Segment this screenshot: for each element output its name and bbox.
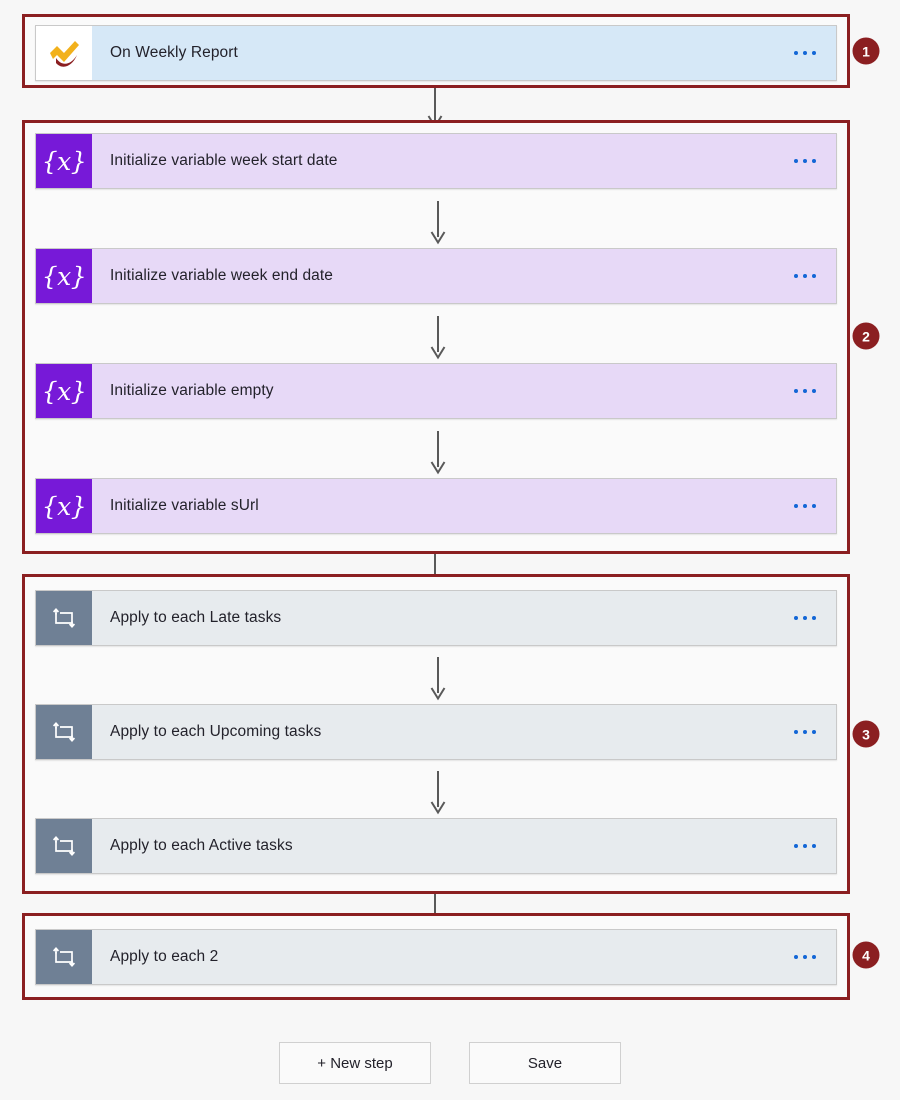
variable-braces-x-icon: {x} <box>36 364 92 418</box>
flow-card-apply-to-each-2[interactable]: Apply to each 2 <box>35 929 837 985</box>
loop-repeat-icon <box>36 930 92 984</box>
step-badge-4: 4 <box>852 941 880 969</box>
card-body: Initialize variable week end date <box>92 249 836 303</box>
variable-braces-x-icon: {x} <box>36 134 92 188</box>
new-step-button[interactable]: + New step <box>279 1042 431 1084</box>
more-commands-icon[interactable] <box>790 610 820 626</box>
more-commands-icon[interactable] <box>790 153 820 169</box>
variable-braces-x-icon: {x} <box>36 479 92 533</box>
card-title: Apply to each 2 <box>110 948 219 965</box>
connector-arrow-3 <box>430 316 446 360</box>
more-commands-icon[interactable] <box>790 383 820 399</box>
connector-arrow-7 <box>430 771 446 815</box>
flow-card-initialize-week-start-date[interactable]: {x} Initialize variable week start date <box>35 133 837 189</box>
flow-card-initialize-surl[interactable]: {x} Initialize variable sUrl <box>35 478 837 534</box>
save-button[interactable]: Save <box>469 1042 621 1084</box>
card-title: On Weekly Report <box>110 44 238 61</box>
flow-card-apply-to-each-active-tasks[interactable]: Apply to each Active tasks <box>35 818 837 874</box>
annotation-group-2: {x} Initialize variable week start date <box>22 120 850 554</box>
more-commands-icon[interactable] <box>790 498 820 514</box>
card-body: Initialize variable sUrl <box>92 479 836 533</box>
planner-recurrence-icon <box>36 26 92 80</box>
connector-arrow-4 <box>430 431 446 475</box>
card-title: Initialize variable week start date <box>110 152 338 169</box>
card-title: Initialize variable week end date <box>110 267 334 284</box>
card-body: Initialize variable week start date <box>92 134 836 188</box>
more-commands-icon[interactable] <box>790 838 820 854</box>
loop-repeat-icon <box>36 819 92 873</box>
loop-repeat-icon <box>36 705 92 759</box>
annotation-group-3: Apply to each Late tasks <box>22 574 850 894</box>
card-title: Apply to each Active tasks <box>110 837 293 854</box>
more-commands-icon[interactable] <box>790 949 820 965</box>
card-body: Initialize variable empty <box>92 364 836 418</box>
step-badge-3: 3 <box>852 720 880 748</box>
flow-card-apply-to-each-upcoming-tasks[interactable]: Apply to each Upcoming tasks <box>35 704 837 760</box>
annotation-group-4: Apply to each 2 <box>22 913 850 1000</box>
variable-braces-x-icon: {x} <box>36 249 92 303</box>
more-commands-icon[interactable] <box>790 268 820 284</box>
card-title: Apply to each Late tasks <box>110 609 282 626</box>
designer-footer: + New step Save <box>0 1042 900 1084</box>
card-title: Apply to each Upcoming tasks <box>110 723 322 740</box>
flow-card-on-weekly-report[interactable]: On Weekly Report <box>35 25 837 81</box>
flow-card-initialize-week-end-date[interactable]: {x} Initialize variable week end date <box>35 248 837 304</box>
more-commands-icon[interactable] <box>790 724 820 740</box>
card-title: Initialize variable sUrl <box>110 497 259 514</box>
more-commands-icon[interactable] <box>790 45 820 61</box>
card-body: Apply to each 2 <box>92 930 836 984</box>
step-badge-2: 2 <box>852 322 880 350</box>
flow-card-initialize-empty[interactable]: {x} Initialize variable empty <box>35 363 837 419</box>
card-body: Apply to each Upcoming tasks <box>92 705 836 759</box>
connector-arrow-6 <box>430 657 446 701</box>
card-body: Apply to each Active tasks <box>92 819 836 873</box>
connector-arrow-2 <box>430 201 446 245</box>
flow-card-apply-to-each-late-tasks[interactable]: Apply to each Late tasks <box>35 590 837 646</box>
annotation-group-1: On Weekly Report <box>22 14 850 88</box>
card-body: On Weekly Report <box>92 26 836 80</box>
loop-repeat-icon <box>36 591 92 645</box>
card-body: Apply to each Late tasks <box>92 591 836 645</box>
step-badge-1: 1 <box>852 37 880 65</box>
card-title: Initialize variable empty <box>110 382 274 399</box>
